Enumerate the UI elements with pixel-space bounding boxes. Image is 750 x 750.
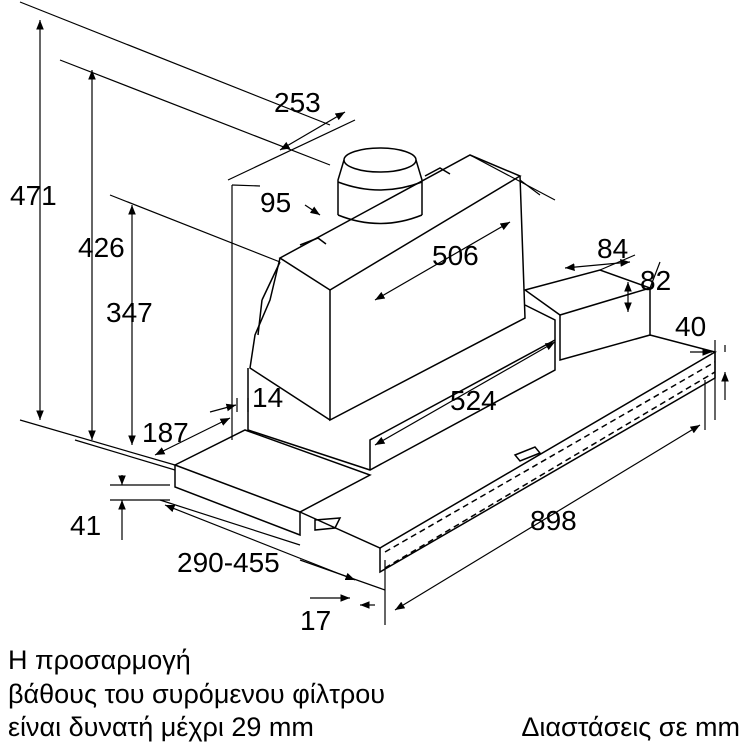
dim-253: 253 bbox=[274, 87, 321, 118]
caption-line-3: είναι δυνατή μέχρι 29 mm bbox=[8, 712, 314, 742]
dim-82: 82 bbox=[640, 265, 671, 296]
hood-outline bbox=[173, 147, 717, 574]
dim-524: 524 bbox=[450, 385, 497, 416]
units-note: Διαστάσεις σε mm bbox=[521, 712, 740, 742]
hood-drawing: 471 426 347 253 95 506 84 82 40 14 524 1… bbox=[10, 1, 729, 636]
dim-347: 347 bbox=[106, 297, 153, 328]
dim-898: 898 bbox=[530, 505, 577, 536]
dim-40: 40 bbox=[675, 311, 706, 342]
dimension-labels: 471 426 347 253 95 506 84 82 40 14 524 1… bbox=[10, 87, 706, 636]
dim-506: 506 bbox=[432, 240, 479, 271]
dim-95: 95 bbox=[260, 187, 291, 218]
dim-471: 471 bbox=[10, 180, 57, 211]
dim-187: 187 bbox=[142, 417, 189, 448]
caption-line-1: Η προσαρμογή bbox=[8, 645, 191, 675]
dim-290-455: 290-455 bbox=[177, 547, 280, 578]
dim-41: 41 bbox=[70, 510, 101, 541]
dim-426: 426 bbox=[78, 232, 125, 263]
dim-84: 84 bbox=[597, 233, 628, 264]
dim-14: 14 bbox=[252, 382, 283, 413]
dimension-lines bbox=[19, 1, 729, 625]
caption-line-2: βάθους του συρόμενου φίλτρου bbox=[8, 679, 386, 709]
dim-17: 17 bbox=[300, 605, 331, 636]
